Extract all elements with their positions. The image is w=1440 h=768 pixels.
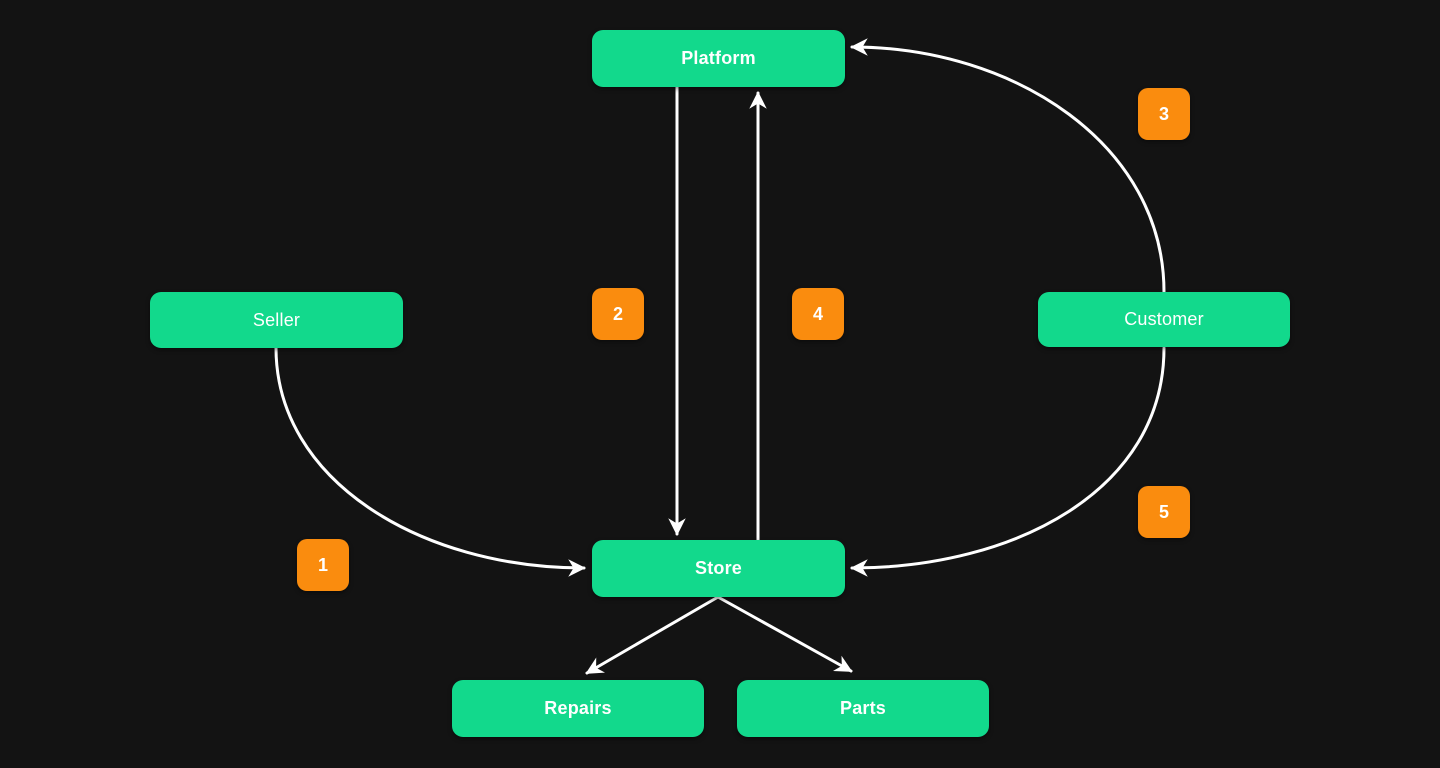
edge-store-to-parts[interactable] [716,595,853,673]
node-parts[interactable]: Parts [737,680,989,737]
edge-seller-to-store[interactable] [274,346,586,577]
edge-customer-to-platform[interactable] [850,38,1166,294]
node-platform[interactable]: Platform [592,30,845,87]
node-repairs[interactable]: Repairs [452,680,704,737]
edge-label-badge-3: 3 [1138,88,1190,140]
edge-label-badge-5: 5 [1138,486,1190,538]
edge-label-badge-1: 1 [297,539,349,591]
node-parts-label: Parts [839,698,887,718]
node-store[interactable]: Store [592,540,845,597]
node-repairs-label: Repairs [544,698,612,718]
edge-store-to-repairs[interactable] [585,595,720,675]
edge-label-badge-4: 4 [792,288,844,340]
edge-label-badge-2: 2 [592,288,644,340]
edge-customer-to-store[interactable] [850,346,1166,577]
node-store-label: Store [694,558,742,578]
node-seller[interactable]: Seller [150,292,403,348]
node-customer[interactable]: Customer [1038,292,1290,347]
node-platform-label: Platform [681,48,756,68]
node-customer-label: Customer [1124,309,1204,329]
node-seller-label: Seller [252,309,301,330]
